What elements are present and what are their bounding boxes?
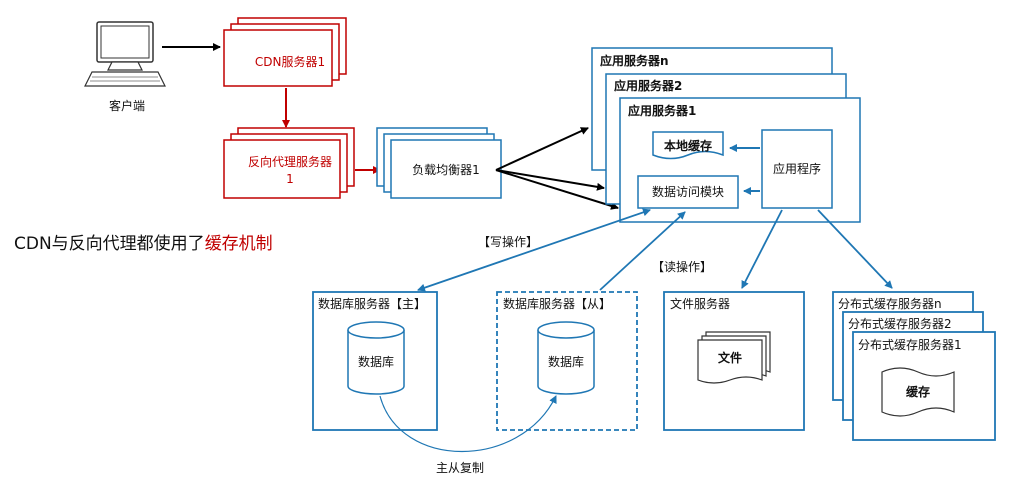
dist-cache-stack: [832, 291, 996, 441]
load-balancer-stack: [376, 127, 502, 199]
local-cache-shape: [652, 131, 724, 160]
cache-label: 缓存: [906, 384, 930, 399]
dist-cache-1-title: 分布式缓存服务器1: [858, 337, 962, 352]
computer-icon: [84, 21, 166, 87]
app-server-n-title: 应用服务器n: [600, 53, 669, 68]
app-program-box: [761, 129, 833, 209]
write-op-label: 【写操作】: [478, 234, 538, 249]
replication-arrow: [379, 395, 557, 452]
database-slave-icon: [537, 321, 595, 395]
data-access-label: 数据访问模块: [652, 184, 724, 199]
reverse-proxy-stack: [223, 127, 355, 199]
cdn-label: CDN服务器1: [255, 54, 325, 69]
write-arrow: [417, 208, 651, 292]
reverse-proxy-label-line2: 1: [286, 172, 294, 186]
caption: CDN与反向代理都使用了缓存机制: [14, 233, 273, 254]
cache-shape: [881, 367, 955, 417]
app-program-label: 应用程序: [773, 161, 821, 176]
replication-label: 主从复制: [436, 461, 484, 475]
file-label: 文件: [718, 350, 742, 365]
data-access-module-box: [637, 175, 739, 209]
documents-icon: [697, 331, 771, 384]
reverse-proxy-label: 反向代理服务器: [248, 154, 332, 169]
app-to-file-server-arrow: [741, 209, 783, 289]
app-server-1-title: 应用服务器1: [628, 103, 696, 118]
read-op-label: 【读操作】: [652, 259, 712, 274]
file-server-title: 文件服务器: [670, 296, 730, 311]
db-slave-title: 数据库服务器【从】: [503, 296, 611, 311]
database-master-icon: [347, 321, 405, 395]
client-label: 客户端: [109, 98, 145, 113]
app-server-2-title: 应用服务器2: [614, 78, 682, 93]
db-master-label: 数据库: [358, 354, 394, 369]
lb-to-app-arrows: [495, 127, 619, 210]
load-balancer-label: 负载均衡器1: [412, 163, 480, 177]
dist-cache-2-title: 分布式缓存服务器2: [848, 316, 952, 331]
cdn-server-stack: [223, 17, 347, 87]
db-master-title: 数据库服务器【主】: [318, 296, 426, 311]
dist-cache-n-title: 分布式缓存服务器n: [838, 296, 942, 311]
read-arrow: [599, 211, 686, 291]
app-to-dist-cache-arrow: [817, 209, 893, 289]
db-slave-label: 数据库: [548, 354, 584, 369]
local-cache-label: 本地缓存: [664, 138, 712, 153]
